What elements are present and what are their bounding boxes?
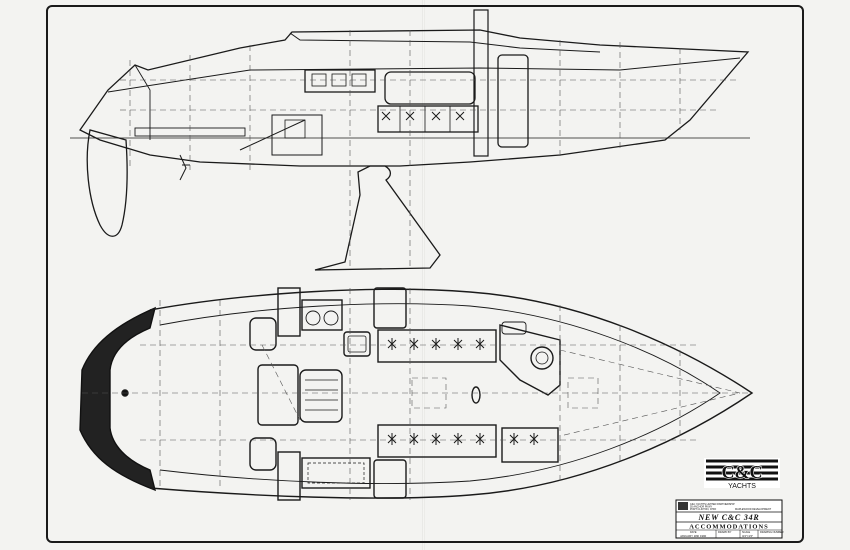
profile-grid — [120, 30, 740, 270]
cushion-marks — [381, 111, 539, 445]
drawing-subtitle: ACCOMMODATIONS — [689, 524, 769, 531]
company-line-1: C&C YACHTS LIMITED PARTNERSHIP — [690, 503, 735, 506]
chart-table — [301, 457, 371, 489]
propeller — [179, 154, 190, 181]
logo-subtitle: YACHTS — [728, 483, 756, 490]
aft-bulkhead-port — [277, 287, 301, 337]
engine — [271, 114, 323, 156]
settee-stbd — [377, 424, 497, 458]
head-toilet — [530, 346, 554, 370]
plan-view — [79, 287, 754, 501]
label-date: DATE — [690, 531, 697, 534]
company-line-2: 55 ANCHOR PKWY — [690, 506, 713, 509]
rudder — [86, 129, 128, 237]
plan-grid — [82, 288, 752, 500]
value-scale: 3/4"=1'0" — [742, 534, 753, 538]
head-compartment — [499, 324, 561, 396]
paper-fold — [422, 0, 425, 550]
aft-bulkhead-stbd — [277, 451, 301, 501]
settee-back — [384, 71, 476, 105]
galley-cabinets — [304, 69, 376, 93]
head-bulkhead-stbd — [373, 459, 407, 499]
inner-sheer — [159, 303, 721, 484]
companionway — [257, 364, 299, 426]
mast-base — [471, 386, 481, 404]
sheer-line — [107, 57, 741, 93]
galley-sink — [343, 331, 371, 357]
mast — [473, 9, 489, 157]
engine-box — [299, 369, 343, 423]
keel — [314, 165, 441, 271]
head-sink — [501, 321, 527, 335]
company-line-3: PORT CLINTON, OHIO — [690, 508, 716, 511]
drawing-border — [46, 5, 804, 543]
logo-mark: C&C — [722, 462, 763, 482]
label-drawing-number: DRAWING NUMBER — [760, 531, 784, 534]
label-scale: SCALE — [742, 531, 751, 534]
transom — [79, 306, 157, 492]
v-berth-bulkhead — [497, 54, 529, 148]
company-line-4: MAPLEWOOD DEVELOPMENT — [735, 508, 772, 511]
deck-outline — [149, 288, 754, 499]
drawing-title: NEW C&C 34R — [697, 513, 759, 522]
cabin-top — [289, 32, 601, 53]
cc-logo: C&C YACHTS — [704, 458, 780, 490]
title-block: C&C YACHTS LIMITED PARTNERSHIP 55 ANCHOR… — [675, 499, 784, 539]
quarter-berth-port — [249, 317, 277, 351]
value-date: JANUARY 18th 1990 — [680, 534, 707, 538]
quarter-berth-stbd — [249, 437, 277, 471]
settee-seat — [377, 105, 479, 133]
hanging-locker — [501, 427, 559, 463]
settee-port — [377, 329, 497, 363]
label-drawn-by: DRAWN BY — [718, 531, 732, 534]
head-bulkhead-port — [373, 287, 407, 329]
hull-profile — [79, 29, 750, 167]
stove — [301, 299, 343, 331]
